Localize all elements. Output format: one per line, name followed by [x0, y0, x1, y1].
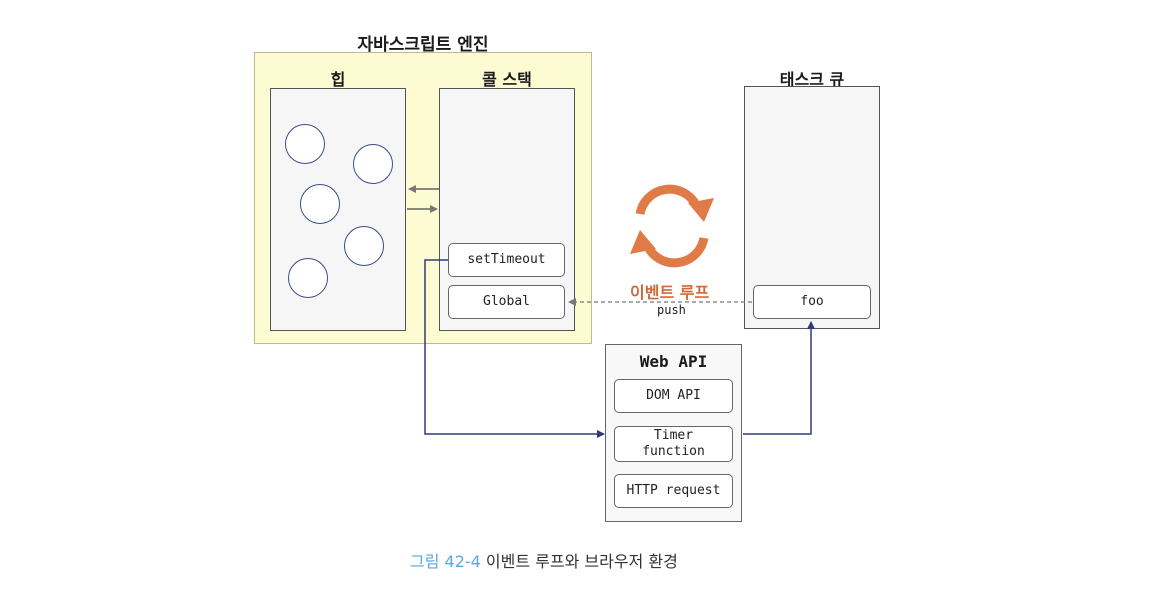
engine-title: 자바스크립트 엔진	[357, 35, 489, 55]
figure-number: 그림 42-4	[410, 552, 481, 571]
event-loop-icon	[635, 184, 709, 268]
call-stack-frame-settimeout: setTimeout	[448, 243, 565, 277]
arrow-timer-to-task-queue	[743, 321, 815, 435]
heap-object	[344, 226, 384, 266]
call-stack-title: 콜 스택	[482, 70, 532, 89]
heap-object	[353, 144, 393, 184]
task-queue-title: 태스크 큐	[779, 70, 845, 89]
web-api-dom: DOM API	[614, 379, 733, 413]
heap-object	[285, 124, 325, 164]
push-label: push	[657, 303, 686, 317]
heap-title: 힙	[330, 70, 346, 89]
figure-caption-text: 이벤트 루프와 브라우저 환경	[480, 552, 678, 571]
call-stack-frame-global: Global	[448, 285, 565, 319]
task-queue-item-foo: foo	[753, 285, 871, 319]
event-loop-label: 이벤트 루프	[630, 283, 710, 302]
figure-caption: 그림 42-4 이벤트 루프와 브라우저 환경	[410, 548, 678, 572]
web-api-timer: Timer function	[614, 426, 733, 462]
web-api-title: Web API	[639, 352, 708, 371]
heap-object	[300, 184, 340, 224]
web-api-http: HTTP request	[614, 474, 733, 508]
heap-object	[288, 258, 328, 298]
